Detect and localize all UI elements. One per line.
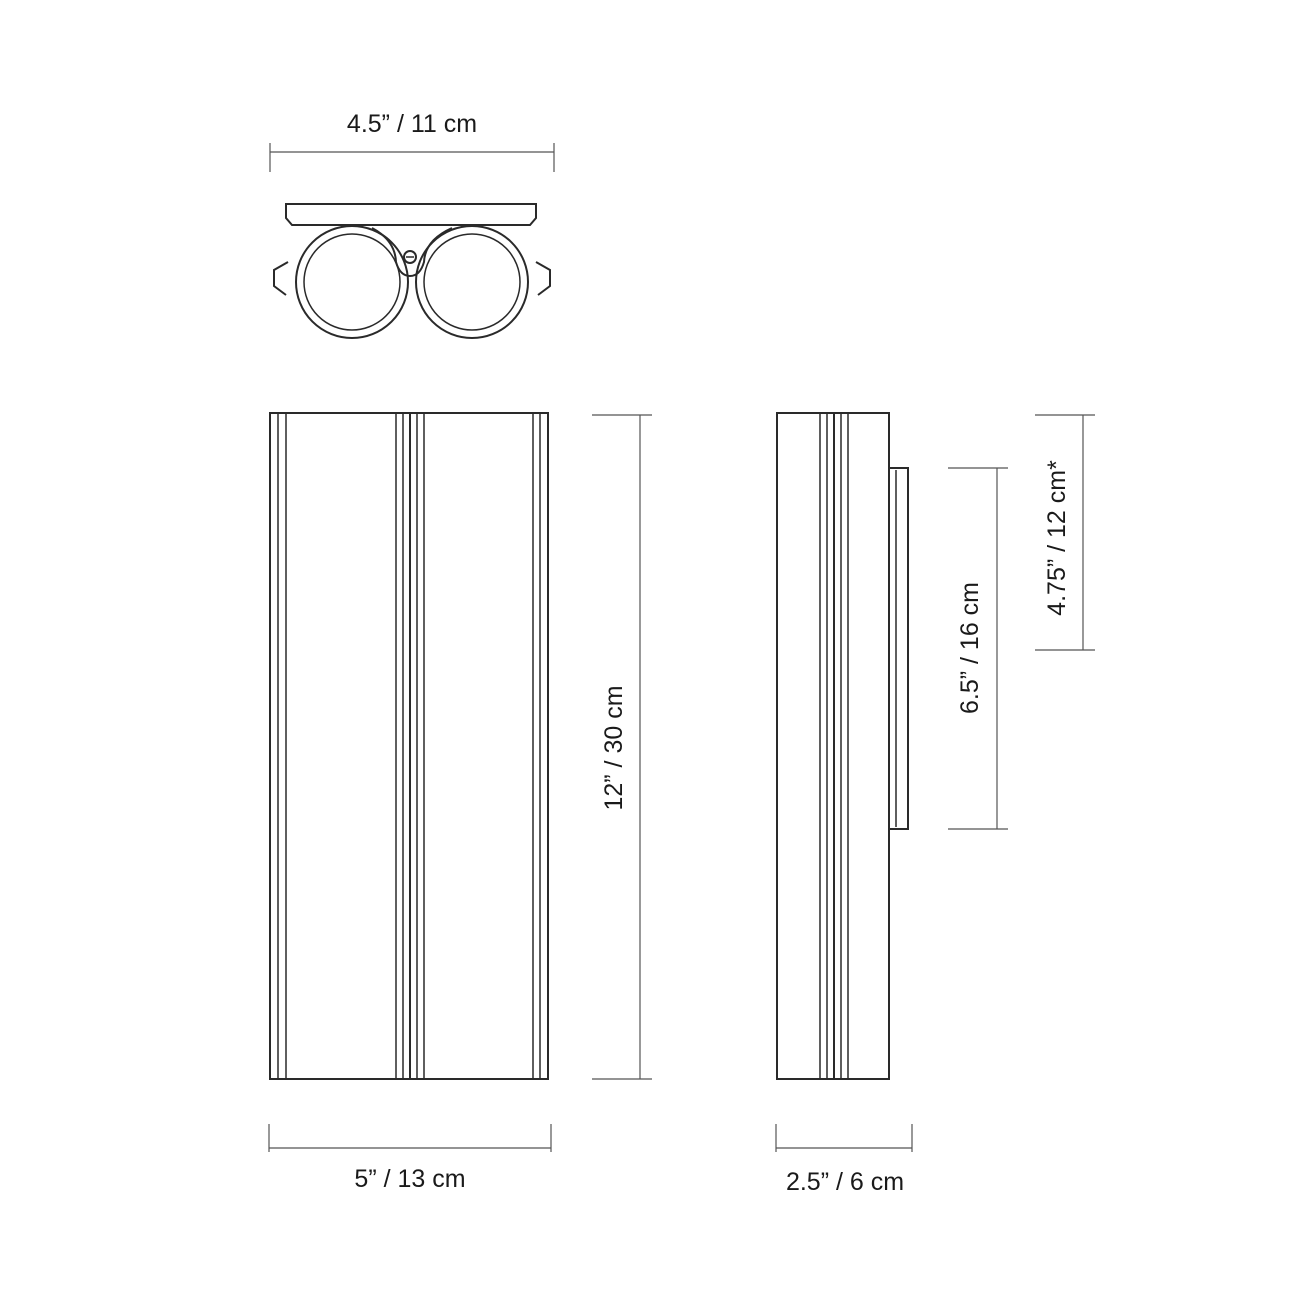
front-width-dimension: 5” / 13 cm: [268, 1124, 552, 1193]
mount-offset-label: 4.75” / 12 cm*: [1043, 460, 1071, 616]
mounting-plate-side: [889, 467, 909, 830]
side-body: [776, 412, 890, 1080]
side-depth-dimension: 2.5” / 6 cm: [775, 1124, 913, 1196]
mounting-plate-top: [285, 203, 537, 226]
tube-profile-top: [273, 225, 551, 339]
mount-offset-dimension: 4.75” / 12 cm*: [1035, 414, 1095, 651]
front-view: 12” / 30 cm 5” / 13 cm: [268, 412, 652, 1193]
mount-height-label: 6.5” / 16 cm: [956, 582, 984, 714]
front-width-label: 5” / 13 cm: [354, 1165, 465, 1193]
mount-height-dimension: 6.5” / 16 cm: [948, 467, 1008, 830]
front-body: [269, 412, 549, 1080]
top-width-dimension: 4.5” / 11 cm: [269, 110, 555, 172]
front-height-label: 12” / 30 cm: [600, 685, 628, 810]
top-width-label: 4.5” / 11 cm: [347, 110, 477, 138]
top-view: 4.5” / 11 cm: [269, 110, 555, 339]
front-height-dimension: 12” / 30 cm: [592, 414, 652, 1080]
side-depth-label: 2.5” / 6 cm: [786, 1168, 904, 1196]
side-view: 6.5” / 16 cm 4.75” / 12 cm* 2.5” / 6 cm: [775, 412, 1095, 1196]
